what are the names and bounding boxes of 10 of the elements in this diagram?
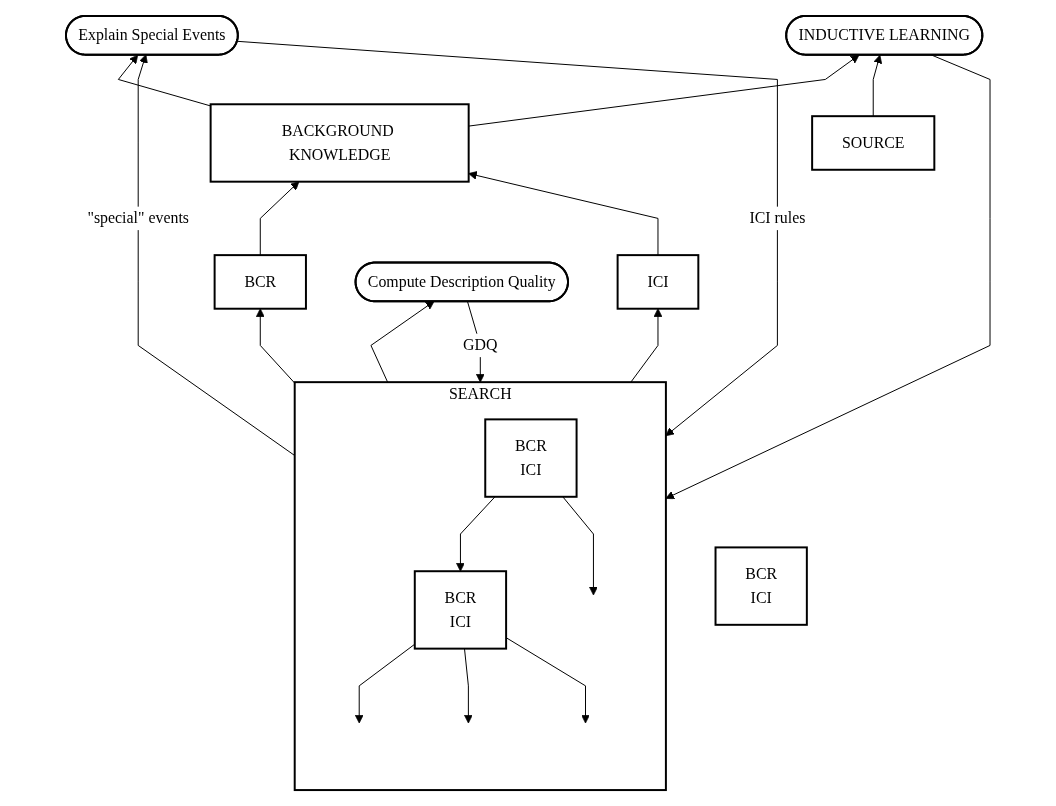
node-box: BCR ICI <box>413 570 508 650</box>
node-box: SOURCE <box>811 115 936 171</box>
node-box: BCR ICI <box>714 546 808 626</box>
edge-label: ICI rules <box>749 209 806 227</box>
node-box: BACKGROUND KNOWLEDGE <box>209 103 470 183</box>
node-box: BCR <box>213 254 307 310</box>
edge-label: GDQ <box>463 336 498 354</box>
node-box: ICI <box>616 254 700 310</box>
node-box: BCR ICI <box>484 418 578 498</box>
edge-label: "special" events <box>87 209 189 227</box>
